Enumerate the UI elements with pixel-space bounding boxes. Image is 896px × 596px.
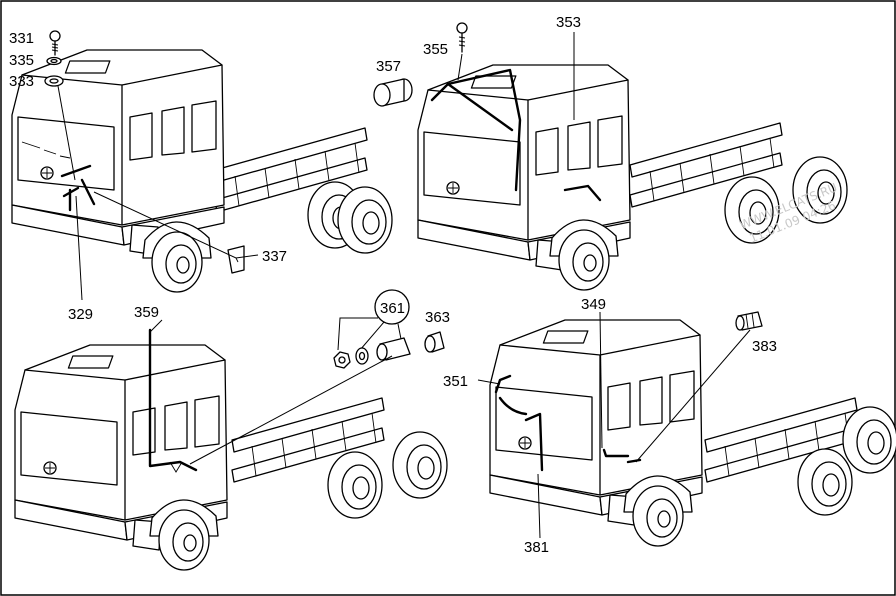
leader-355 <box>457 53 463 81</box>
leader-351 <box>477 379 501 385</box>
truck-view-top-right <box>417 64 848 291</box>
screw-331-icon <box>49 30 61 56</box>
callout-359: 359 <box>134 304 159 321</box>
connector-361-icon <box>376 337 411 361</box>
callout-353: 353 <box>556 14 581 31</box>
washer-361-icon <box>355 347 369 365</box>
callout-329: 329 <box>68 306 93 323</box>
grommet-383-icon <box>735 311 763 331</box>
leader-381 <box>537 473 541 539</box>
screw-355-icon <box>456 22 468 53</box>
callout-381: 381 <box>524 539 549 556</box>
nut-361-icon <box>333 351 351 369</box>
callout-349: 349 <box>581 296 606 313</box>
washer-333-icon <box>44 75 64 87</box>
truck-view-top-left <box>11 49 393 293</box>
callout-337: 337 <box>262 248 287 265</box>
grommet-357-icon <box>373 78 413 107</box>
callout-331: 331 <box>9 30 34 47</box>
callout-383: 383 <box>752 338 777 355</box>
truck-view-bottom-right <box>489 319 896 547</box>
callout-363: 363 <box>425 309 450 326</box>
leader-337 <box>93 191 259 259</box>
leader-359 <box>149 319 163 333</box>
callout-361: 361 <box>380 300 405 317</box>
callout-circle-361 <box>374 289 410 325</box>
callout-355: 355 <box>423 41 448 58</box>
callout-357: 357 <box>376 58 401 75</box>
leader-383 <box>635 329 751 463</box>
callout-333: 333 <box>9 73 34 90</box>
callout-335: 335 <box>9 52 34 69</box>
truck-view-bottom-left <box>14 328 448 571</box>
leader-349 <box>599 311 603 449</box>
plug-363-icon <box>424 331 445 353</box>
leader-329 <box>75 195 83 301</box>
leader-333 <box>57 85 76 181</box>
leader-359-bolt <box>189 355 393 465</box>
callout-351: 351 <box>443 373 468 390</box>
washer-335-icon <box>46 56 62 66</box>
